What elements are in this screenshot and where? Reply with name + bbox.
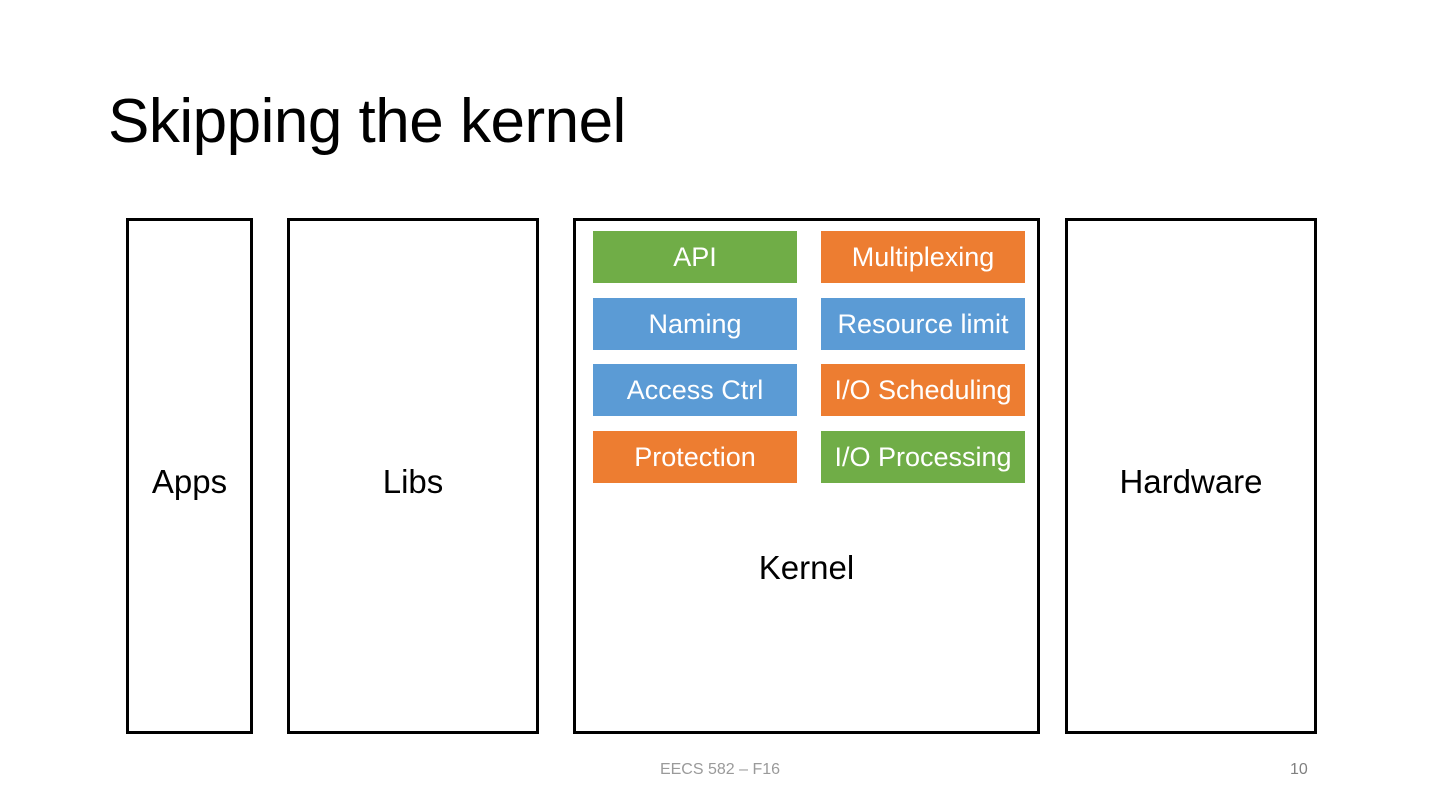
- kernel-component-access-ctrl-label: Access Ctrl: [626, 374, 764, 405]
- layer-label-libs: Libs: [382, 463, 444, 500]
- kernel-component-api[interactable]: API: [593, 231, 797, 283]
- page-title: Skipping the kernel: [108, 87, 626, 156]
- kernel-component-api-label: API: [673, 241, 717, 272]
- kernel-component-naming-label: Naming: [648, 308, 742, 339]
- kernel-component-resource-limit[interactable]: Resource limit: [821, 298, 1025, 350]
- kernel-component-io-scheduling-label: I/O Scheduling: [834, 374, 1012, 405]
- kernel-component-grid: API Naming Access Ctrl Protection Multip…: [576, 221, 1037, 731]
- layer-box-apps[interactable]: Apps: [126, 218, 253, 734]
- layer-box-kernel[interactable]: API Naming Access Ctrl Protection Multip…: [573, 218, 1040, 734]
- kernel-component-protection[interactable]: Protection: [593, 431, 797, 483]
- kernel-component-io-processing-label: I/O Processing: [834, 441, 1012, 472]
- layer-box-hardware[interactable]: Hardware: [1065, 218, 1317, 734]
- slide-page-number: 10: [1290, 761, 1308, 778]
- kernel-component-protection-label: Protection: [634, 441, 756, 472]
- layer-label-hardware: Hardware: [1119, 463, 1263, 500]
- slide-footer: EECS 582 – F16: [659, 761, 781, 778]
- kernel-component-multiplexing[interactable]: Multiplexing: [821, 231, 1025, 283]
- kernel-component-multiplexing-label: Multiplexing: [851, 241, 995, 272]
- kernel-component-access-ctrl[interactable]: Access Ctrl: [593, 364, 797, 416]
- kernel-component-io-processing[interactable]: I/O Processing: [821, 431, 1025, 483]
- kernel-component-resource-limit-label: Resource limit: [837, 308, 1009, 339]
- layer-label-kernel: Kernel: [758, 549, 855, 586]
- layer-box-libs[interactable]: Libs: [287, 218, 539, 734]
- kernel-component-naming[interactable]: Naming: [593, 298, 797, 350]
- layer-label-apps: Apps: [151, 463, 228, 500]
- kernel-component-io-scheduling[interactable]: I/O Scheduling: [821, 364, 1025, 416]
